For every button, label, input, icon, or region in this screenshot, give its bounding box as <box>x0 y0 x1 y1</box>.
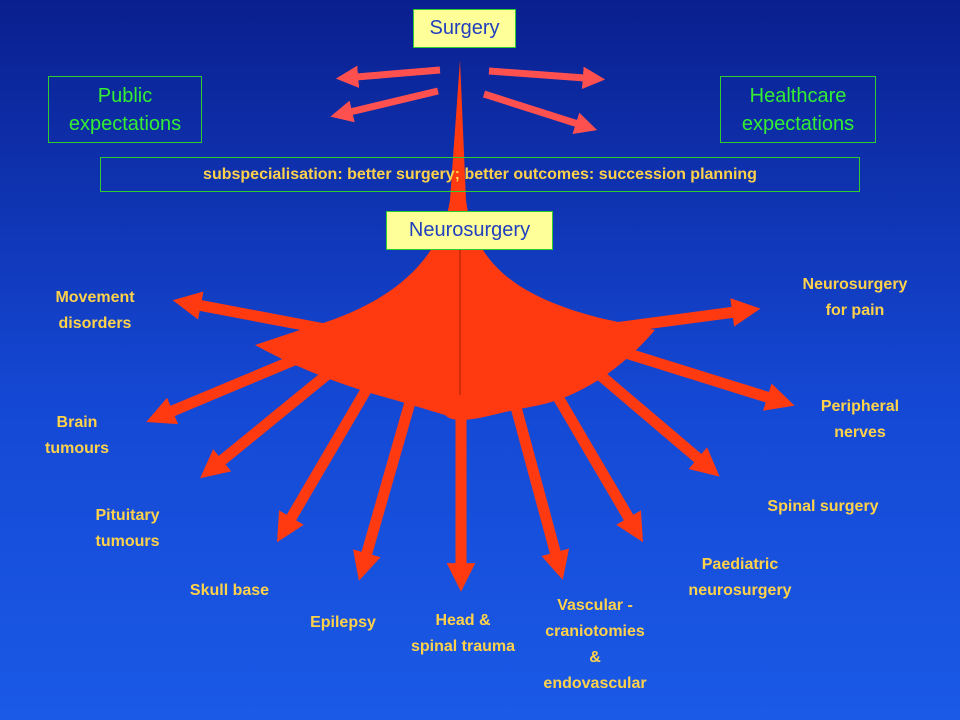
arrow-up-left-2 <box>330 87 439 123</box>
neurosurgery-label: Neurosurgery <box>408 219 531 241</box>
label-peripheral-nerves: Peripheral nerves <box>820 398 900 441</box>
subspecialisation-label: subspecialisation: better surgery; bette… <box>203 165 757 183</box>
label-epilepsy: Epilepsy <box>310 614 376 631</box>
label-neurosurgery-for-pain: Neurosurgery for pain <box>802 276 908 319</box>
arrow-vascular <box>504 383 570 580</box>
label-paediatric-neurosurgery: Paediatric neurosurgery <box>688 556 792 599</box>
public-line-1: Public <box>97 84 153 107</box>
arrow-up-right-1 <box>488 66 606 90</box>
surgery-label: Surgery <box>429 17 500 39</box>
public-expectations-box: Public expectations <box>48 76 202 143</box>
subspecialisation-box: subspecialisation: better surgery; bette… <box>100 157 860 192</box>
arrow-up-left-1 <box>335 65 441 88</box>
arrow-movement <box>172 291 332 336</box>
healthcare-expectations-box: Healthcare expectations <box>720 76 876 143</box>
label-skull-base: Skull base <box>189 582 270 599</box>
healthcare-line-2: expectations <box>741 112 855 135</box>
label-pituitary-tumours: Pituitary tumours <box>95 507 160 550</box>
label-brain-tumours: Brain tumours <box>45 414 109 457</box>
surgery-box: Surgery <box>413 9 516 48</box>
arrow-skull <box>276 377 377 543</box>
arrow-up-right-2 <box>482 90 598 134</box>
healthcare-line-1: Healthcare <box>749 84 847 107</box>
label-head-spinal-trauma: Head & spinal trauma <box>410 612 516 655</box>
public-line-2: expectations <box>68 112 182 135</box>
label-movement-disorders: Movement disorders <box>55 289 135 332</box>
label-spinal-surgery: Spinal surgery <box>767 498 879 515</box>
neurosurgery-box: Neurosurgery <box>386 211 553 250</box>
arrow-epilepsy <box>353 383 421 581</box>
label-vascular: Vascular - craniotomies & endovascular <box>543 597 647 692</box>
